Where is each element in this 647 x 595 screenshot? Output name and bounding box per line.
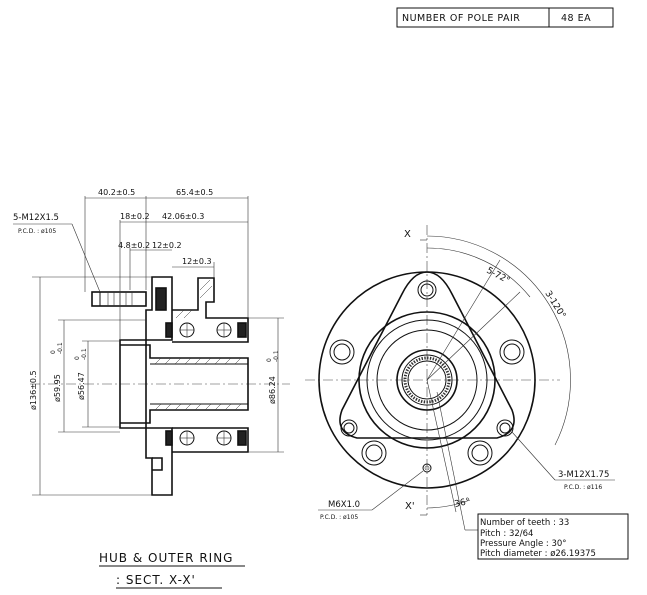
bearing-balls-bottom — [165, 430, 247, 446]
front-view: X X' 5-72° 3-120° 36° 3-M12X1.75 P.C.D. … — [305, 225, 629, 560]
m6-note-main: M6X1.0 — [328, 500, 360, 510]
spline-pitch: Pitch : 32/64 — [480, 529, 533, 539]
angle-120-label: 3-120° — [542, 289, 567, 320]
dim-dia59-95: ø59.95 — [53, 374, 62, 402]
section-view: 40.2±0.5 65.4±0.5 18±0.2 42.06±0.3 4.8±0… — [13, 188, 290, 496]
dim-dia86-tol-lower: -0.1 — [273, 350, 280, 362]
pole-pair-value: 48 EA — [561, 13, 591, 24]
dim-dia86-tol-upper: 0 — [266, 358, 273, 362]
dim-dia56-tol-lower: -0.1 — [81, 348, 88, 360]
m6-note-pcd: P.C.D. : ø105 — [320, 514, 358, 521]
spline-pitch-diameter: Pitch diameter : ø26.19375 — [480, 549, 596, 559]
m6-callout: M6X1.0 P.C.D. : ø105 — [318, 470, 424, 521]
m6-hole — [422, 463, 432, 473]
section-mark-x-prime: X' — [405, 501, 415, 512]
stud-holes — [329, 280, 525, 466]
dim-dia136: ø136±0.5 — [29, 370, 38, 410]
bore-hatch — [154, 357, 242, 411]
spline-pressure-angle: Pressure Angle : 30° — [480, 539, 567, 549]
spline-spec-box: Number of teeth : 33 Pitch : 32/64 Press… — [436, 391, 629, 560]
pole-pair-table: NUMBER OF POLE PAIR 48 EA — [396, 7, 614, 28]
dim-dia56-47: ø56.47 — [77, 372, 86, 400]
dim-42-06: 42.06±0.3 — [162, 212, 204, 221]
bolt-note-main: 5-M12X1.5 — [13, 213, 59, 223]
angle-72-label: 5-72° — [485, 266, 512, 287]
caption-subtitle: : SECT. X-X' — [116, 573, 196, 587]
dim-12a: 12±0.2 — [152, 241, 182, 250]
caption-title: HUB & OUTER RING — [99, 551, 233, 565]
dim-dia86-24: ø86.24 — [268, 376, 277, 404]
dim-65-4: 65.4±0.5 — [176, 188, 213, 197]
dim-dia56-tol-upper: 0 — [74, 356, 81, 360]
dim-4-8: 4.8±0.2 — [118, 241, 150, 250]
bearing-balls-top — [165, 322, 247, 338]
m12-callout: 3-M12X1.75 P.C.D. : ø116 — [511, 431, 615, 491]
dim-12b: 12±0.3 — [182, 257, 212, 266]
section-mark-x: X — [404, 229, 411, 240]
caption: HUB & OUTER RING : SECT. X-X' — [99, 551, 245, 589]
dim-dia59-tol-lower: -0.1 — [57, 342, 64, 354]
pole-pair-label: NUMBER OF POLE PAIR — [402, 13, 520, 24]
m12-holes — [340, 419, 514, 437]
section-dimensions: 40.2±0.5 65.4±0.5 18±0.2 42.06±0.3 4.8±0… — [29, 188, 284, 496]
ring-hatch-top — [175, 279, 213, 319]
angle-36-label: 36° — [454, 497, 472, 510]
bolt-callout: 5-M12X1.5 P.C.D. : ø105 — [13, 213, 101, 293]
spline-teeth: Number of teeth : 33 — [480, 518, 569, 528]
dim-40-2: 40.2±0.5 — [98, 188, 135, 197]
bolt-note-pcd: P.C.D. : ø105 — [18, 228, 56, 235]
spline — [403, 356, 451, 404]
dim-18: 18±0.2 — [120, 212, 150, 221]
m12-note-pcd: P.C.D. : ø116 — [564, 484, 602, 491]
triangle-flange — [339, 271, 515, 439]
dim-dia59-tol-upper: 0 — [50, 350, 57, 354]
m12-note-main: 3-M12X1.75 — [558, 470, 609, 480]
wheel-stud — [91, 287, 167, 311]
